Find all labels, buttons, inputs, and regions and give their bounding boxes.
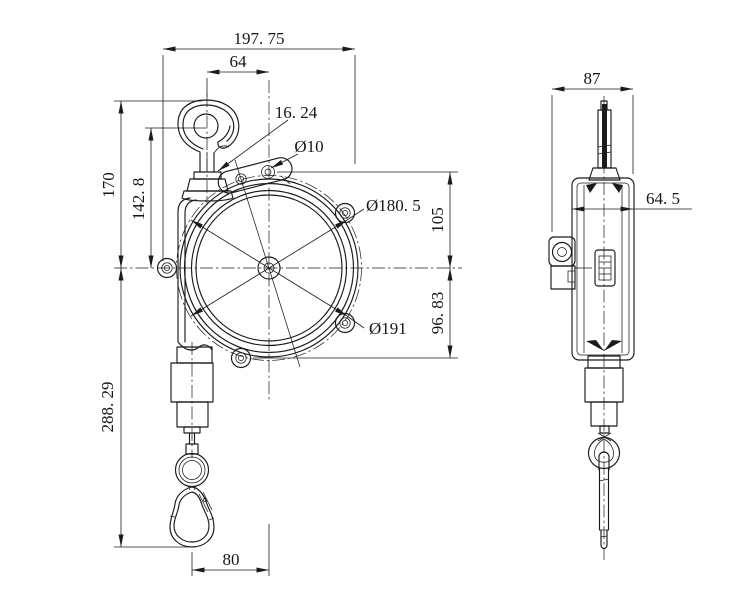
hook-bracket [217,157,293,194]
leader-shank [217,119,289,172]
carabiner-gate [198,493,209,513]
swivel-ring-inner [182,460,202,480]
carabiner-seg-mark [169,515,176,518]
dim-flange-label: Ø180. 5 [366,196,421,215]
hole-axis-diagonal [234,159,301,368]
dim-hook-eye-label: 142. 8 [129,178,148,221]
stem-and-carabiner [169,342,215,548]
housing-bottom-wave [177,341,213,351]
hook-collar [193,171,222,180]
dim-top-hole-label: 105 [428,207,447,233]
flange-dia-tail [346,208,365,221]
bracket-capsule [217,157,293,194]
side-view: 87 64. 5 [548,69,692,560]
spring-anchor-wedge [586,183,597,193]
dim-shank-label: 16. 24 [275,103,318,122]
dim-body-depth-label: 64. 5 [646,189,680,208]
swivel-ring-outer [174,452,210,488]
lug-tab [230,347,252,369]
carabiner-gate [202,491,213,511]
bracket-gusset [280,175,291,185]
carabiner-inner [173,491,210,543]
ratchet-boss [551,241,573,263]
body-inner-outline [576,182,630,356]
blade-tick [597,151,612,155]
mounting-lugs [156,165,356,369]
arm-inner [184,199,197,343]
leader-hole [270,153,299,169]
dim-hook-top-label: 170 [99,172,118,198]
hook-mouth-lip [213,145,230,154]
side-dimensions: 87 64. 5 [551,69,692,232]
cable-funnel-wedge [604,340,622,351]
dim-bolt-circle-label: Ø191 [369,319,407,338]
lug-holes [161,165,351,364]
dim-hook-offset-label: 64 [230,52,248,71]
blade-base-cap [588,167,621,181]
hook-base [181,190,234,202]
hook-flange [186,178,229,192]
swivel-hook [177,94,240,205]
dim-cable-offset-label: 80 [223,550,240,569]
hook-eye [193,113,219,139]
dim-hole-label: Ø10 [294,137,323,156]
arm-outer [177,197,191,343]
dim-bottom-hole-label: 96. 83 [428,292,447,335]
blade-tick [597,144,612,148]
side-nub [599,425,610,434]
ratchet-tab [567,270,576,283]
dim-extension-label: 288. 29 [98,382,117,433]
front-dimensions: 197. 75 64 16. 24 Ø10 170 142. 8 288. 29 [98,29,458,576]
spring-anchor-wedge [612,183,623,193]
front-view: 197. 75 64 16. 24 Ø10 170 142. 8 288. 29 [98,29,462,576]
ratchet-screw [557,247,567,257]
ratchet-mechanism [548,236,592,290]
hook-outline [177,99,240,173]
side-hook-blade [588,100,621,181]
side-body [571,177,635,361]
bolt-circle-tail [346,315,365,329]
swivel-ring-mid [178,456,206,484]
carabiner-seg-mark [208,517,215,521]
tension-adjuster [594,249,616,287]
stem-block-lower [176,401,209,428]
dim-total-width-label: 197. 75 [234,29,285,48]
adjuster-housing [594,249,616,287]
ratchet-lower-box [550,265,576,290]
hook-inner-contour [182,104,235,150]
lug-tab [334,312,356,334]
cable-funnel-wedge [586,340,604,351]
blade-core [602,104,607,168]
dim-total-depth-label: 87 [584,69,602,88]
body-outline [571,177,635,361]
lug-tab [334,202,356,224]
gate-pin [202,497,208,503]
